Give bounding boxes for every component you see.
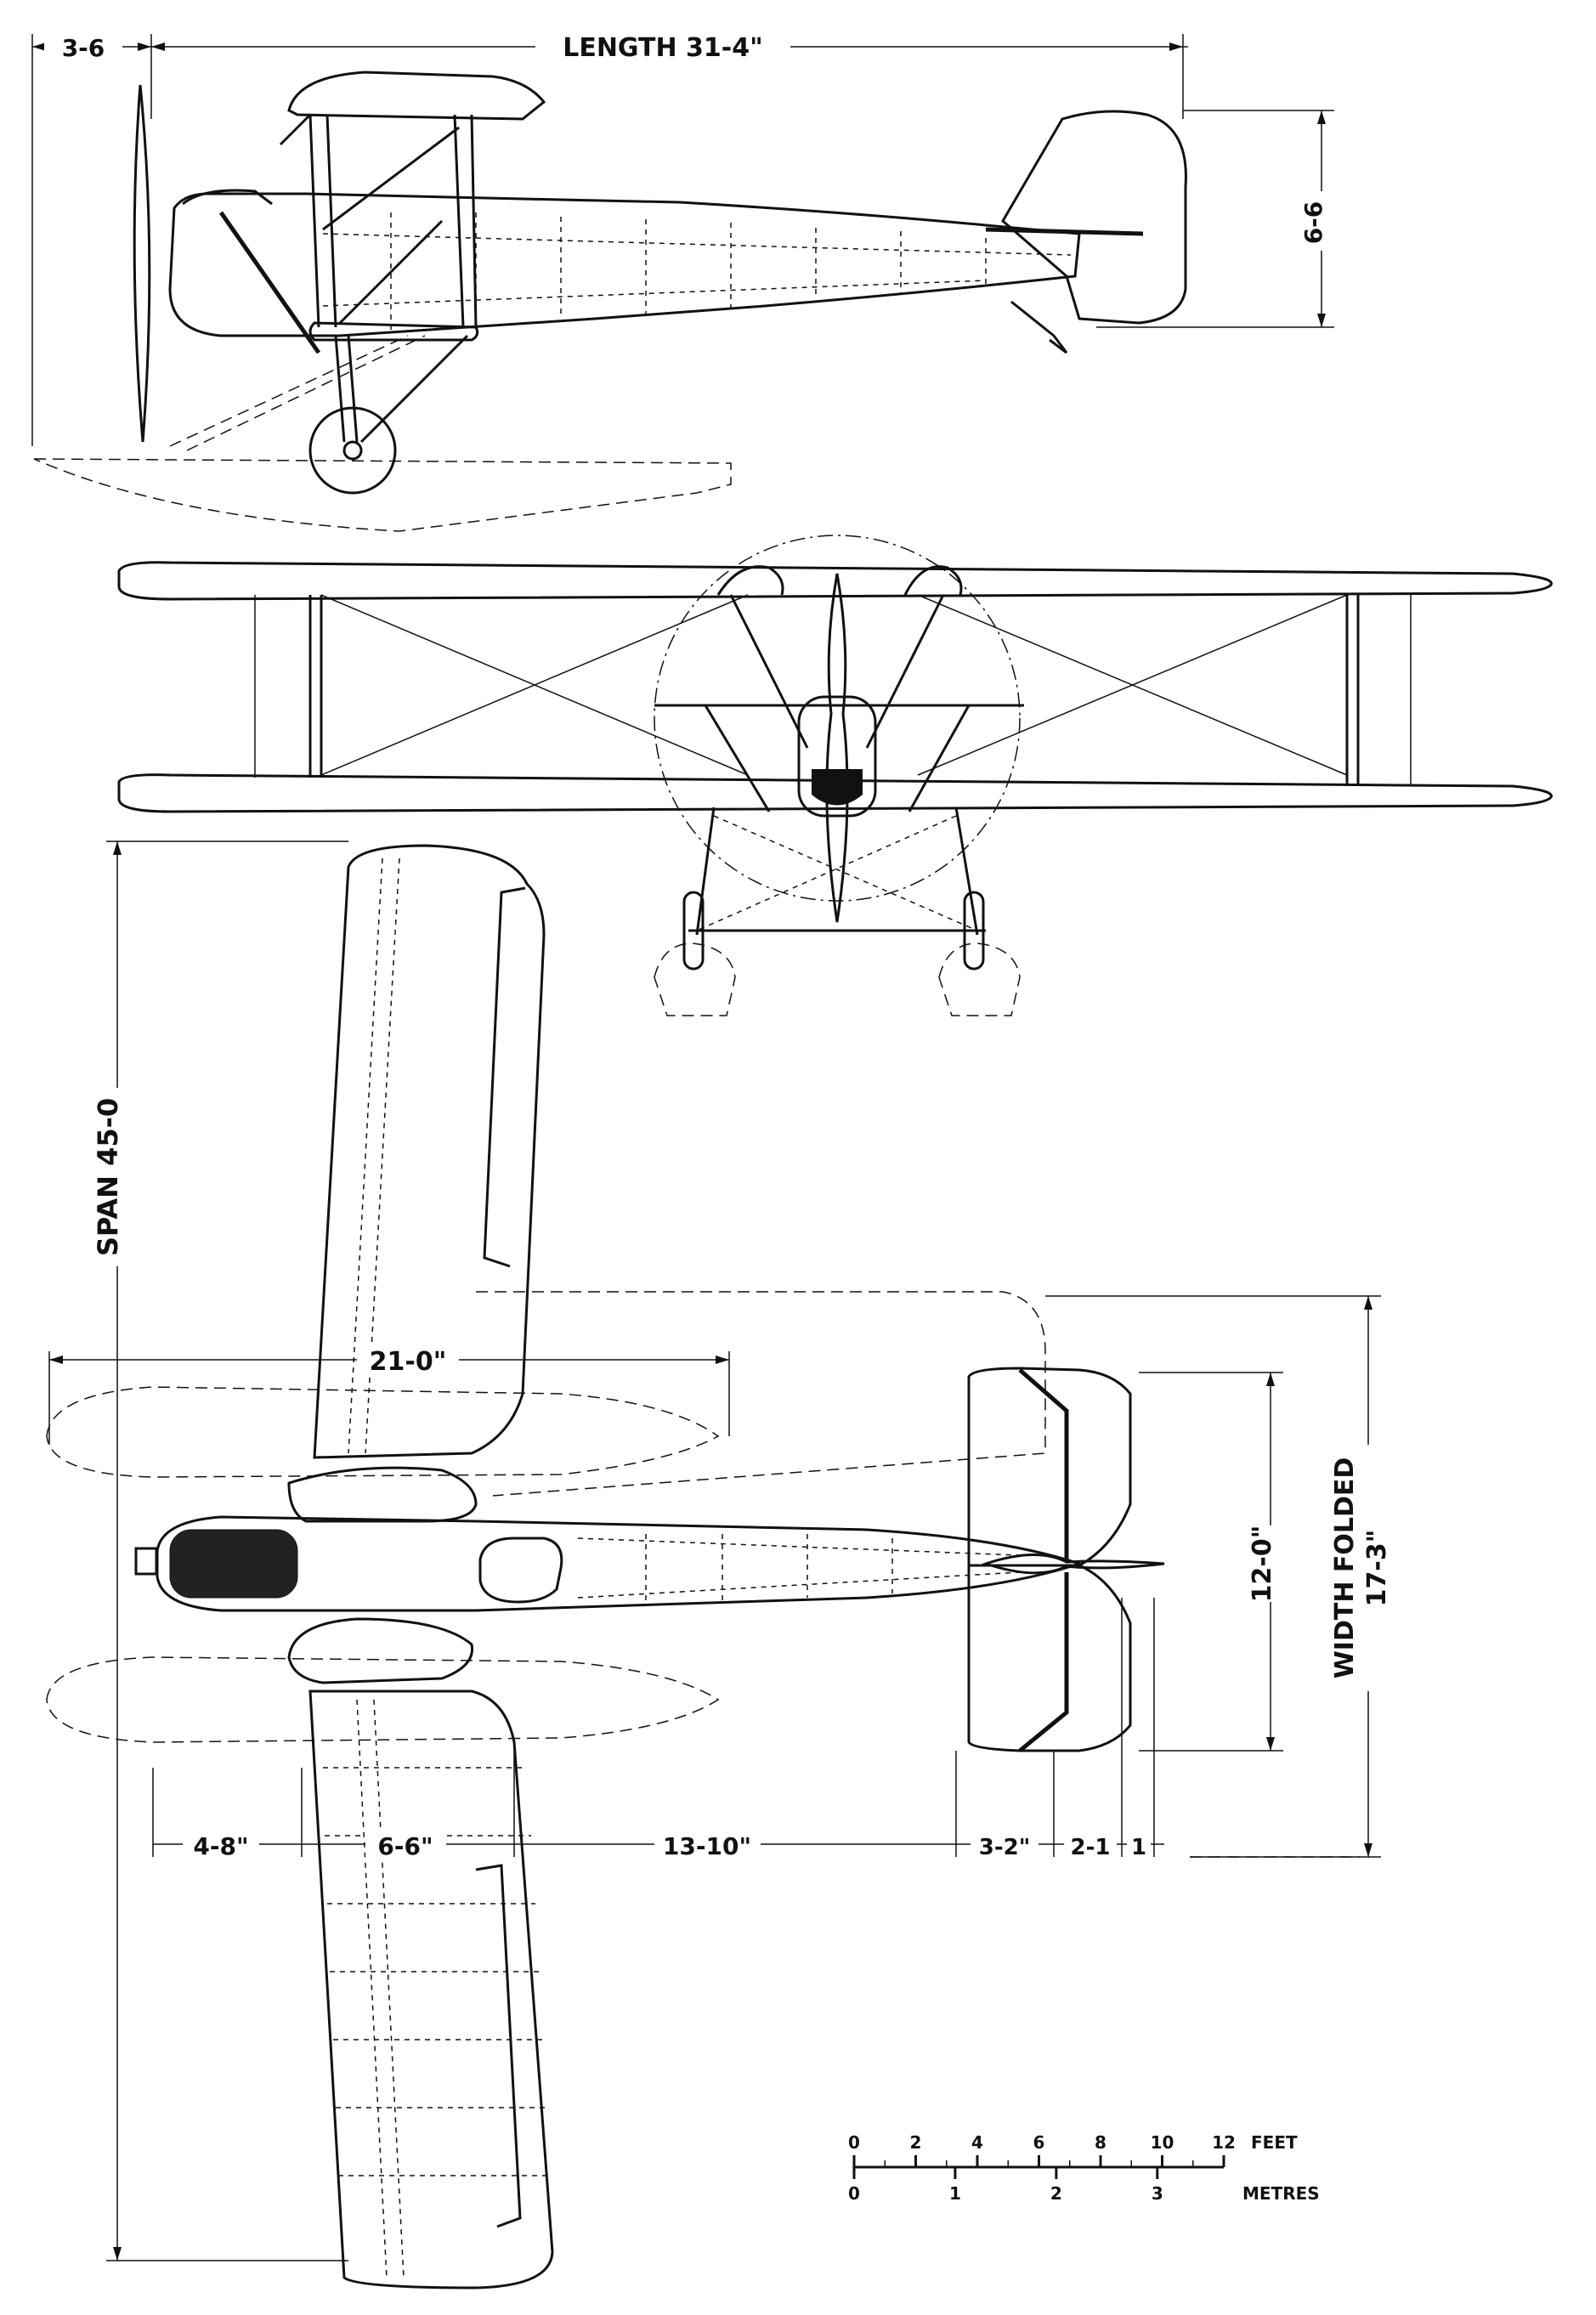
scale-metre-label: 2 xyxy=(1050,2183,1062,2204)
plan-fuselage xyxy=(156,1515,1084,1612)
front-interplane-struts xyxy=(254,595,1412,786)
front-cabane-struts xyxy=(654,565,1024,812)
length-label: LENGTH 31-4" xyxy=(563,33,763,63)
front-bracing-wires xyxy=(320,594,1348,776)
scale-feet-label: 2 xyxy=(910,2132,922,2153)
side-interplane-struts xyxy=(279,113,478,328)
side-tail-skid xyxy=(1010,300,1068,354)
plan-port-wing xyxy=(308,1690,554,2290)
front-propeller-disc xyxy=(654,535,1021,902)
plan-cockpit xyxy=(478,1537,563,1604)
side-lower-wing xyxy=(308,321,479,342)
length-dimension: 3-6 LENGTH 31-4" xyxy=(31,32,1188,446)
scale-feet-label: 10 xyxy=(1151,2132,1174,2153)
plan-view: SPAN 45-0 xyxy=(46,841,1411,2290)
front-view xyxy=(117,535,1553,1016)
scale-metre-label: 3 xyxy=(1152,2183,1163,2204)
side-fuselage-truss xyxy=(322,212,1072,331)
span-dimension: SPAN 45-0 xyxy=(92,841,348,2261)
scale-feet-ticks: 0 2 4 6 8 10 12 xyxy=(848,2132,1236,2167)
scale-feet-unit: FEET xyxy=(1251,2132,1298,2153)
scale-feet-label: 12 xyxy=(1212,2132,1236,2153)
front-right-wheel xyxy=(963,891,985,971)
station-5-label: 2-1 xyxy=(1071,1835,1111,1860)
scale-feet-label: 4 xyxy=(971,2132,983,2153)
plan-folded-wing-outline xyxy=(476,1291,1046,1497)
front-engine-cowling xyxy=(797,695,877,818)
scale-metre-label: 1 xyxy=(949,2183,961,2204)
side-fuselage xyxy=(168,192,1081,337)
float-length-label: 21-0" xyxy=(370,1347,447,1377)
plan-port-root xyxy=(287,1617,474,1684)
plan-starboard-aileron xyxy=(483,886,526,1268)
front-right-float xyxy=(938,942,1021,1016)
side-wheel xyxy=(308,406,397,495)
tail-span-label: 12-0" xyxy=(1248,1525,1277,1603)
side-cockpit xyxy=(182,189,273,206)
width-folded-dimension: WIDTH FOLDED 17-3" xyxy=(1045,1295,1411,1858)
front-left-float xyxy=(654,942,736,1016)
front-lower-wing xyxy=(117,773,1553,813)
station-4-label: 3-2" xyxy=(979,1835,1031,1860)
plan-rudder xyxy=(982,1553,1165,1575)
plan-port-wing-ribs xyxy=(323,1699,548,2278)
height-dimension: 6-6 xyxy=(1096,110,1338,328)
front-undercarriage xyxy=(682,807,986,971)
scale-metre-unit: METRES xyxy=(1242,2183,1320,2204)
side-tailplane xyxy=(985,227,1144,236)
plan-starboard-wing xyxy=(313,844,546,1459)
plan-fuselage-truss xyxy=(577,1534,1021,1602)
plan-starboard-root xyxy=(287,1466,478,1523)
side-undercarriage xyxy=(308,334,469,495)
station-6-label: 1 xyxy=(1131,1835,1146,1860)
plan-port-aileron xyxy=(475,1864,522,2228)
side-tail-rudder xyxy=(1001,110,1187,325)
plan-starboard-wing-ribs xyxy=(348,858,400,1454)
width-folded-value: 17-3" xyxy=(1362,1530,1392,1607)
side-view: 3-6 LENGTH 31-4" 6-6 xyxy=(31,32,1338,532)
side-propeller xyxy=(133,84,151,443)
front-propeller xyxy=(825,573,849,923)
scale-metre-ticks: 0 1 2 3 xyxy=(848,2167,1163,2204)
plan-starboard-float xyxy=(46,1386,720,1478)
span-label: SPAN 45-0 xyxy=(92,1098,124,1256)
scale-feet-label: 0 xyxy=(848,2132,860,2153)
width-folded-label: WIDTH FOLDED xyxy=(1330,1457,1360,1679)
tail-span-dimension: 12-0" xyxy=(1139,1372,1288,1752)
side-engine-strut xyxy=(218,211,321,354)
station-dimensions: 4-8" 6-6" 13-10" 3-2" 2-1 1 xyxy=(152,1598,1360,1860)
height-label: 6-6 xyxy=(1299,201,1327,245)
scale-metre-label: 0 xyxy=(848,2183,860,2204)
side-float-outline xyxy=(33,458,732,532)
station-2-label: 6-6" xyxy=(377,1832,433,1860)
scale-feet-label: 6 xyxy=(1033,2132,1045,2153)
plan-port-float xyxy=(46,1656,720,1743)
float-length-dimension: 21-0" xyxy=(48,1345,730,1445)
plan-tailplane xyxy=(967,1367,1132,1567)
scale-feet-label: 8 xyxy=(1095,2132,1106,2153)
propeller-overhang-label: 3-6 xyxy=(62,34,105,62)
front-upper-wing xyxy=(117,561,1553,601)
station-3-label: 13-10" xyxy=(663,1832,751,1860)
side-upper-wing xyxy=(287,71,546,121)
front-left-wheel xyxy=(682,891,705,971)
plan-engine xyxy=(169,1529,298,1599)
station-1-label: 4-8" xyxy=(193,1832,248,1860)
